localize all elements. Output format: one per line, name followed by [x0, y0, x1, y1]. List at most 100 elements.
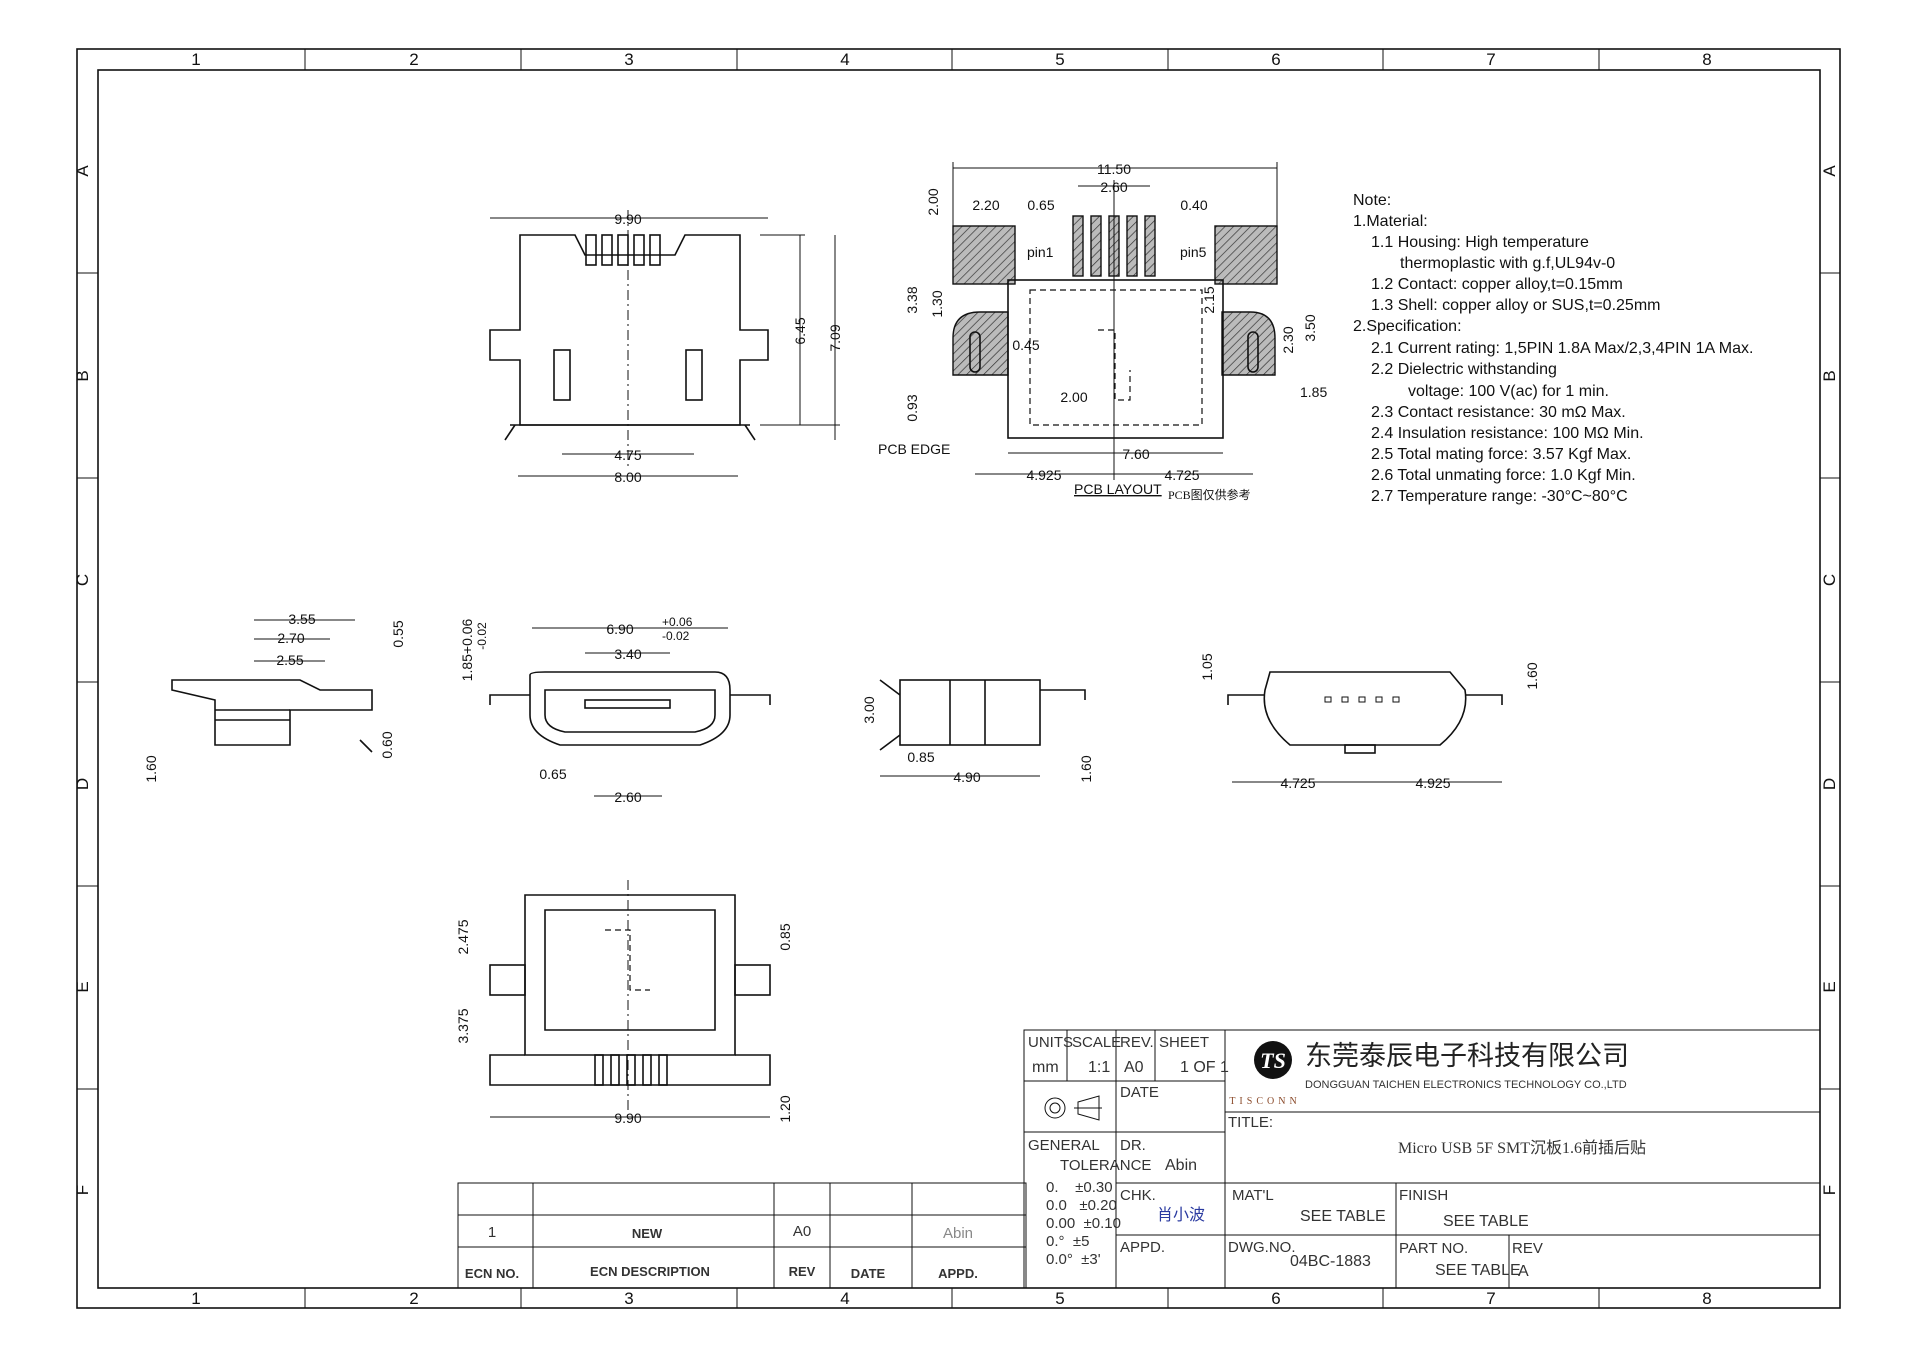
- dim-top-base: 8.00: [614, 469, 641, 485]
- zone-row-d: D: [73, 778, 92, 790]
- side-view: 3.55 2.70 2.55 0.55 1.60 0.60: [143, 611, 406, 783]
- pin1-label: pin1: [1027, 244, 1054, 260]
- dim-top-width: 9.90: [614, 211, 641, 227]
- drawn-by-value: Abin: [1165, 1157, 1197, 1174]
- ecn-header-no: ECN NO.: [465, 1266, 519, 1281]
- dim-bottom-3-375: 3.375: [455, 1008, 471, 1043]
- zone-col-3-bottom: 3: [624, 1289, 633, 1308]
- zone-col-6-bottom: 6: [1271, 1289, 1280, 1308]
- dim-side2-4-90: 4.90: [953, 769, 980, 785]
- zone-col-1: 1: [191, 50, 200, 69]
- rear-view: 1.05 1.60 4.725 4.925: [1199, 653, 1540, 791]
- dim-pcb-1-30: 1.30: [929, 290, 945, 317]
- dim-pcb-pin-span: 2.60: [1100, 179, 1127, 195]
- units-value: mm: [1032, 1059, 1059, 1076]
- zone-row-f-right: F: [1820, 1185, 1839, 1195]
- dim-side-3-55: 3.55: [288, 611, 315, 627]
- dim-pcb-2-00: 2.00: [1060, 389, 1087, 405]
- zone-col-4-bottom: 4: [840, 1289, 849, 1308]
- units-label: UNITS: [1028, 1034, 1073, 1051]
- zone-col-4: 4: [840, 50, 849, 69]
- dim-pcb-1-85: 1.85: [1300, 384, 1327, 400]
- zone-row-b: B: [73, 370, 92, 381]
- company-logo: TS TISCONN: [1229, 1041, 1300, 1107]
- dim-top-posts: 4.75: [614, 447, 641, 463]
- approved-by-label: APPD.: [1120, 1239, 1165, 1256]
- material-label: MAT'L: [1232, 1187, 1274, 1204]
- ecn-appd-value: Abin: [943, 1225, 973, 1242]
- note-line: voltage: 100 V(ac) for 1 min.: [1408, 383, 1609, 400]
- scale-label: SCALE: [1072, 1034, 1121, 1051]
- dim-front-1-85: 1.85+0.06: [459, 618, 475, 681]
- material-value: SEE TABLE: [1300, 1208, 1386, 1225]
- bottom-view: 2.475 0.85 3.375 9.90 1.20: [455, 880, 793, 1126]
- ecn-rev-value: A0: [793, 1223, 811, 1240]
- dim-bottom-9-90: 9.90: [614, 1110, 641, 1126]
- dim-bottom-2-475: 2.475: [455, 919, 471, 954]
- revision-value: A: [1518, 1263, 1529, 1280]
- dim-pcb-2-30: 2.30: [1280, 326, 1296, 353]
- title-block: UNITS mm SCALE 1:1 REV. A0 SHEET 1 OF 1 …: [1023, 1029, 1821, 1289]
- dim-rear-4-725: 4.725: [1280, 775, 1315, 791]
- dim-rear-1-60: 1.60: [1524, 662, 1540, 689]
- dim-top-h2: 7.09: [827, 324, 843, 351]
- logo-text: TISCONN: [1229, 1096, 1300, 1107]
- note-line: thermoplastic with g.f,UL94v-0: [1400, 255, 1615, 272]
- pcb-layout-title: PCB LAYOUT: [1074, 481, 1162, 497]
- drawn-by-label: DR.: [1120, 1137, 1146, 1154]
- dim-bottom-0-85: 0.85: [777, 923, 793, 950]
- zone-row-a-right: A: [1820, 165, 1839, 177]
- note-line: 2.4 Insulation resistance: 100 MΩ Min.: [1371, 425, 1644, 442]
- dim-pcb-2-15: 2.15: [1201, 286, 1217, 313]
- dim-pcb-4-725: 4.725: [1164, 467, 1199, 483]
- front-view: 6.90 +0.06 -0.02 1.85+0.06 -0.02 3.40 0.…: [459, 615, 771, 805]
- note-line: 2.6 Total unmating force: 1.0 Kgf Min.: [1371, 467, 1636, 484]
- note-line: 2.3 Contact resistance: 30 mΩ Max.: [1371, 404, 1626, 421]
- dim-rear-1-05: 1.05: [1199, 653, 1215, 680]
- ecn-description-value: NEW: [632, 1226, 663, 1241]
- dim-pcb-pad-width: 2.20: [972, 197, 999, 213]
- note-line: 1.2 Contact: copper alloy,t=0.15mm: [1371, 276, 1623, 293]
- ecn-no-value: 1: [488, 1224, 496, 1241]
- note-line: 2.Specification:: [1353, 318, 1462, 335]
- rev-label: REV.: [1120, 1034, 1154, 1051]
- pin5-label: pin5: [1180, 244, 1207, 260]
- dim-pcb-7-60: 7.60: [1122, 446, 1149, 462]
- ecn-header-date: DATE: [851, 1266, 886, 1281]
- sheet-label: SHEET: [1159, 1034, 1209, 1051]
- dim-side2-0-85: 0.85: [907, 749, 934, 765]
- zone-col-3: 3: [624, 50, 633, 69]
- drawing-title: Micro USB 5F SMT沉板1.6前插后贴: [1398, 1139, 1646, 1157]
- zone-col-2: 2: [409, 50, 418, 69]
- finish-value: SEE TABLE: [1443, 1213, 1529, 1230]
- dim-top-h1: 6.45: [792, 317, 808, 344]
- tolerance-line: 0.0° ±3': [1046, 1251, 1101, 1268]
- zone-col-2-bottom: 2: [409, 1289, 418, 1308]
- tolerance-line: 0.00 ±0.10: [1046, 1215, 1121, 1232]
- company-name-cn: 东莞泰辰电子科技有限公司: [1305, 1041, 1629, 1071]
- dim-bottom-1-20: 1.20: [777, 1095, 793, 1122]
- notes: Note: 1.Material: 1.1 Housing: High temp…: [1353, 192, 1753, 505]
- drawing-number-label: DWG.NO.: [1228, 1239, 1296, 1256]
- note-line: 2.7 Temperature range: -30°C~80°C: [1371, 488, 1628, 505]
- dim-side-1-60: 1.60: [143, 755, 159, 782]
- dim-side-2-70: 2.70: [277, 630, 304, 646]
- zone-col-6: 6: [1271, 50, 1280, 69]
- projection-symbol-icon: [1044, 1095, 1102, 1121]
- tolerance-label-2: TOLERANCE: [1060, 1157, 1151, 1174]
- ecn-header-appd: APPD.: [938, 1266, 978, 1281]
- zone-col-1-bottom: 1: [191, 1289, 200, 1308]
- zone-col-7-bottom: 7: [1486, 1289, 1495, 1308]
- dim-front-6-90-tol-dn: -0.02: [662, 629, 690, 643]
- scale-value: 1:1: [1088, 1059, 1110, 1076]
- zone-row-b-right: B: [1820, 370, 1839, 381]
- side-view-2: 3.00 0.85 4.90 1.60: [861, 679, 1094, 785]
- dim-side-0-55: 0.55: [390, 620, 406, 647]
- dim-rear-4-925: 4.925: [1415, 775, 1450, 791]
- dim-pcb-pitch: 0.65: [1027, 197, 1054, 213]
- finish-label: FINISH: [1399, 1187, 1448, 1204]
- dim-front-3-40: 3.40: [614, 646, 641, 662]
- dim-side-2-55: 2.55: [276, 652, 303, 668]
- dim-side-0-60: 0.60: [379, 731, 395, 758]
- zone-col-5-bottom: 5: [1055, 1289, 1064, 1308]
